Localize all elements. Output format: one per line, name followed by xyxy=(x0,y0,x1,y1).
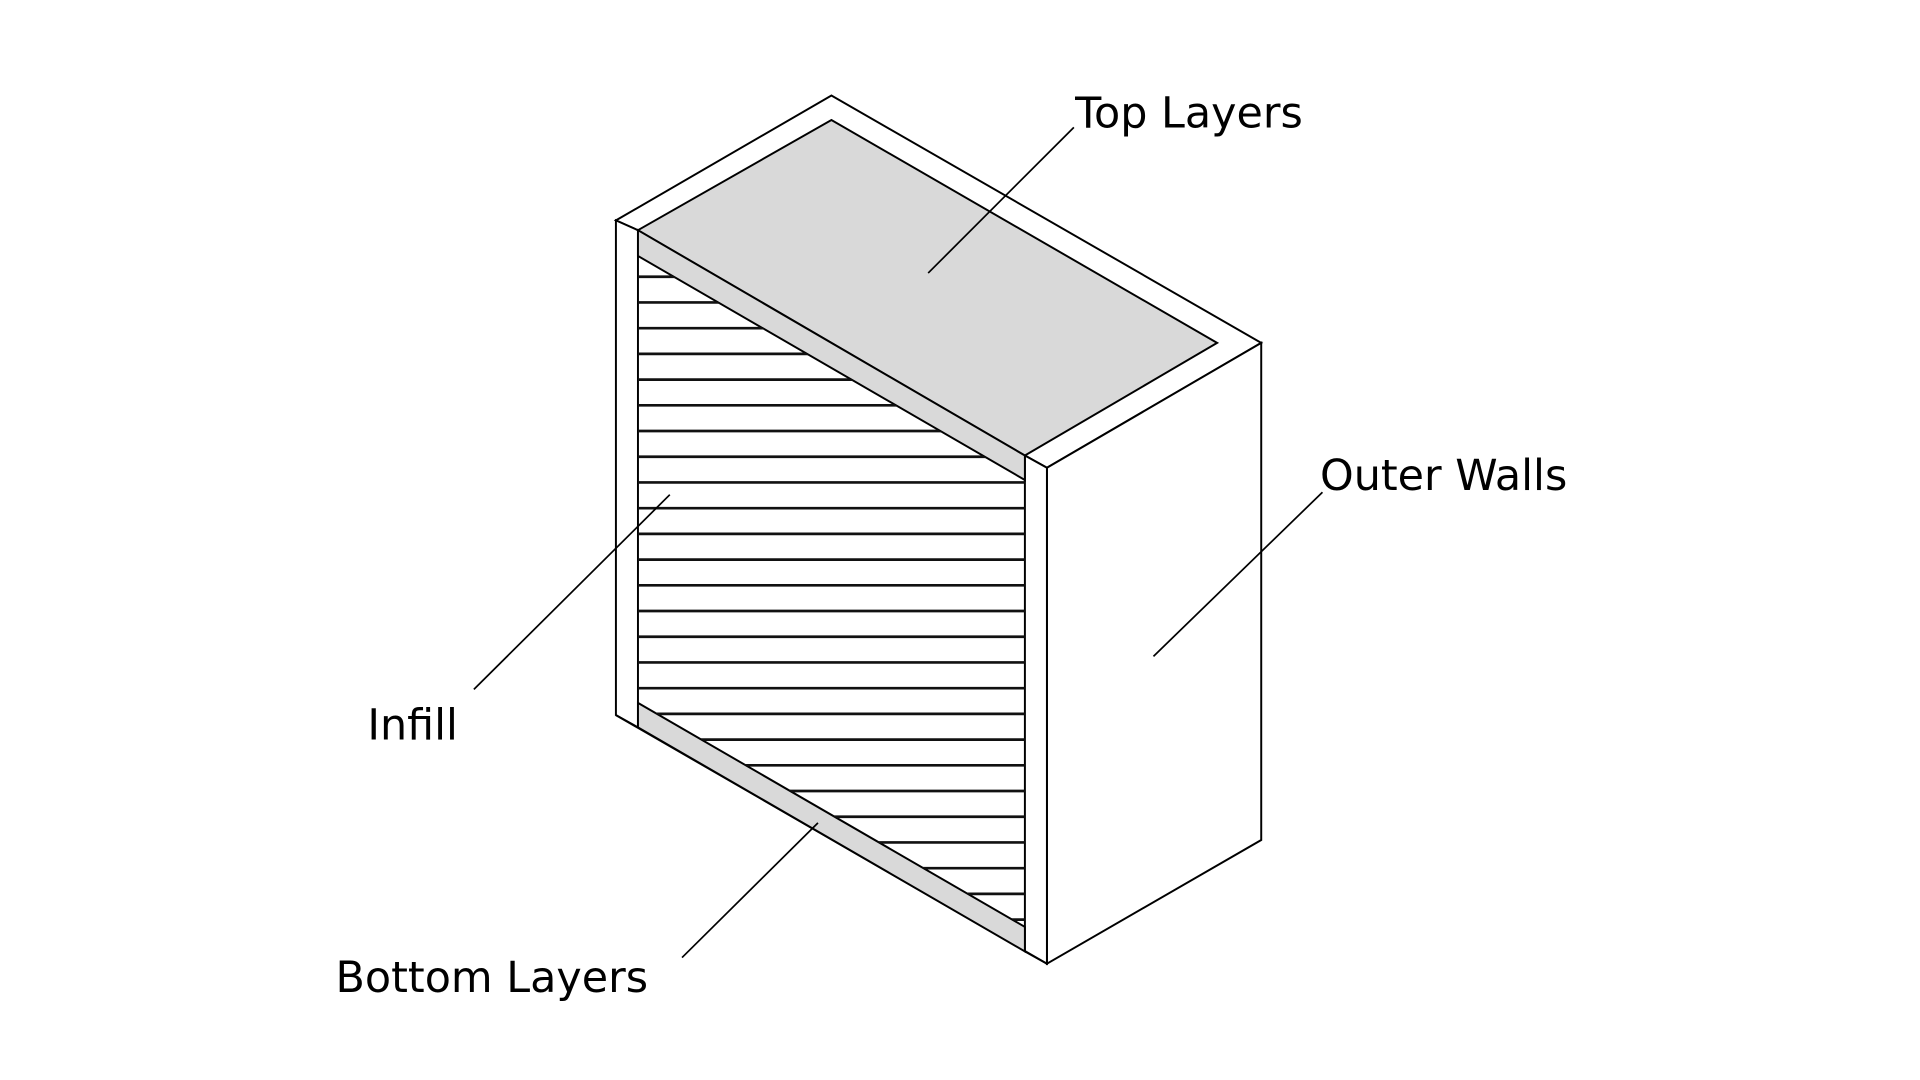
outer-walls-leader xyxy=(1152,491,1324,657)
label-infill: Infill xyxy=(367,701,458,751)
bottom-layers-leader xyxy=(681,822,819,959)
label-outer-walls: Outer Walls xyxy=(1320,451,1567,501)
bottom-layers-band xyxy=(636,701,1026,954)
outer-wall-left xyxy=(614,218,639,730)
top-layers-leader xyxy=(927,126,1075,274)
label-bottom-layers: Bottom Layers xyxy=(336,953,649,1003)
infill-leader xyxy=(473,494,671,690)
outer-wall-front-right xyxy=(1023,453,1048,966)
label-top-layers: Top Layers xyxy=(1074,88,1303,138)
top-layers-band xyxy=(636,228,1026,482)
